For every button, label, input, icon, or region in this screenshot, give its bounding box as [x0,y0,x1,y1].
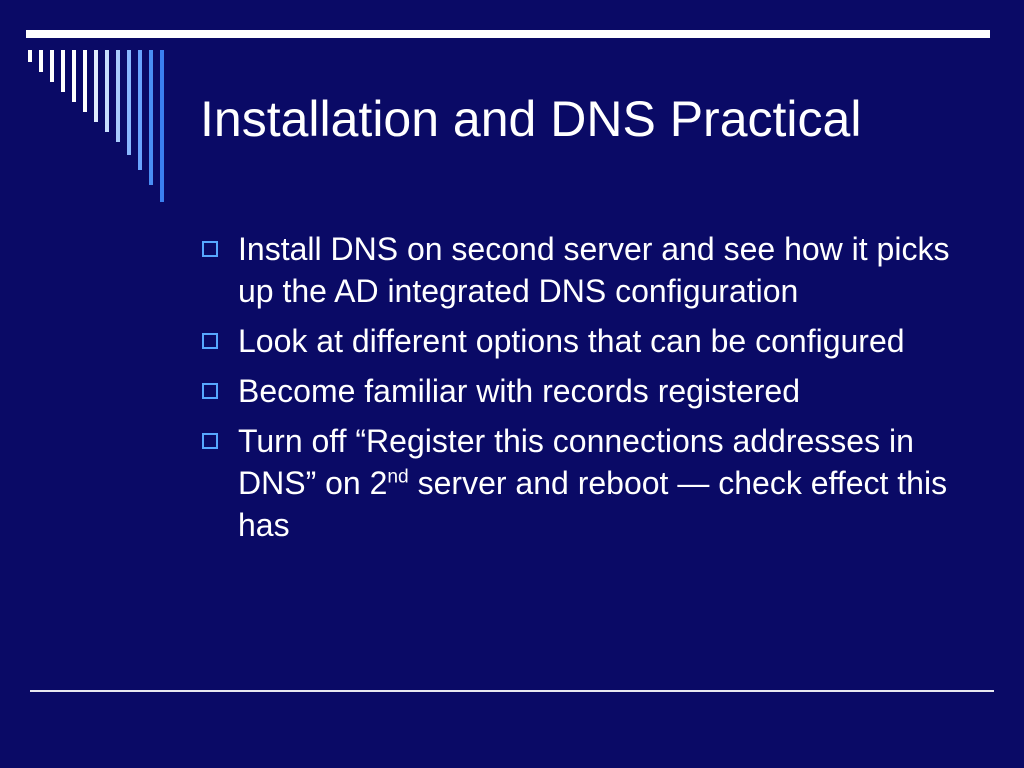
stripe [116,50,120,142]
stripe [83,50,87,112]
slide-title: Installation and DNS Practical [200,91,862,147]
stripe [39,50,43,72]
bullet-item: Become familiar with records registered [200,370,960,412]
bullet-text: Become familiar with records registered [238,373,800,409]
stripe [160,50,164,202]
bullet-list: Install DNS on second server and see how… [200,228,960,554]
hollow-square-icon [202,333,218,349]
stripe [28,50,32,62]
bullet-text: Look at different options that can be co… [238,323,905,359]
bullet-item: Install DNS on second server and see how… [200,228,960,312]
decorative-stripes [0,0,180,220]
stripe [72,50,76,102]
stripe [61,50,65,92]
bottom-rule [30,690,994,692]
hollow-square-icon [202,433,218,449]
top-rule [26,30,990,38]
bullet-text: Install DNS on second server and see how… [238,231,950,309]
ordinal-suffix: nd [387,466,409,488]
bullet-item: Turn off “Register this connections addr… [200,420,960,546]
stripe [50,50,54,82]
stripe [94,50,98,122]
bullet-text-part: Turn off “Register this connections addr… [238,423,914,501]
stripe [138,50,142,170]
bullet-item: Look at different options that can be co… [200,320,960,362]
hollow-square-icon [202,383,218,399]
bullet-text: Turn off “Register this connections addr… [238,423,947,543]
stripe [149,50,153,185]
stripe [127,50,131,155]
hollow-square-icon [202,241,218,257]
bullet-text-part: server and reboot — check effect this ha… [238,465,948,543]
stripe [105,50,109,132]
